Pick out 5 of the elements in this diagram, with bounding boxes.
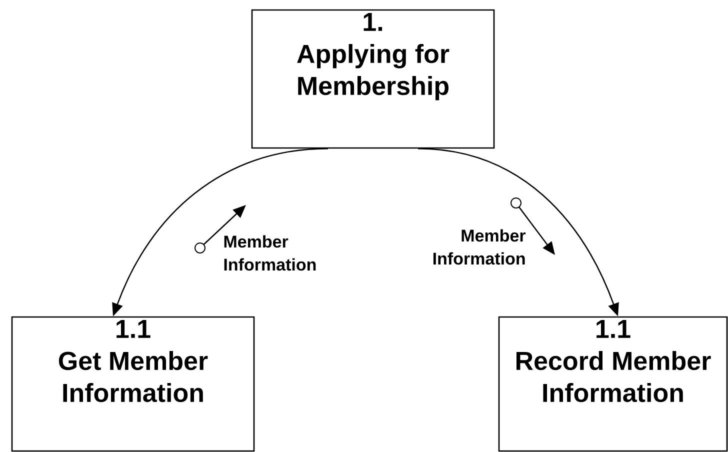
module-box: 1.1 Record Member Information — [498, 316, 728, 452]
edge-label: Member Information — [433, 229, 526, 265]
module-box: 1. Applying for Membership — [251, 9, 495, 149]
module-box: 1.1 Get Member Information — [11, 316, 255, 452]
edge-label: Member Information — [224, 235, 316, 271]
